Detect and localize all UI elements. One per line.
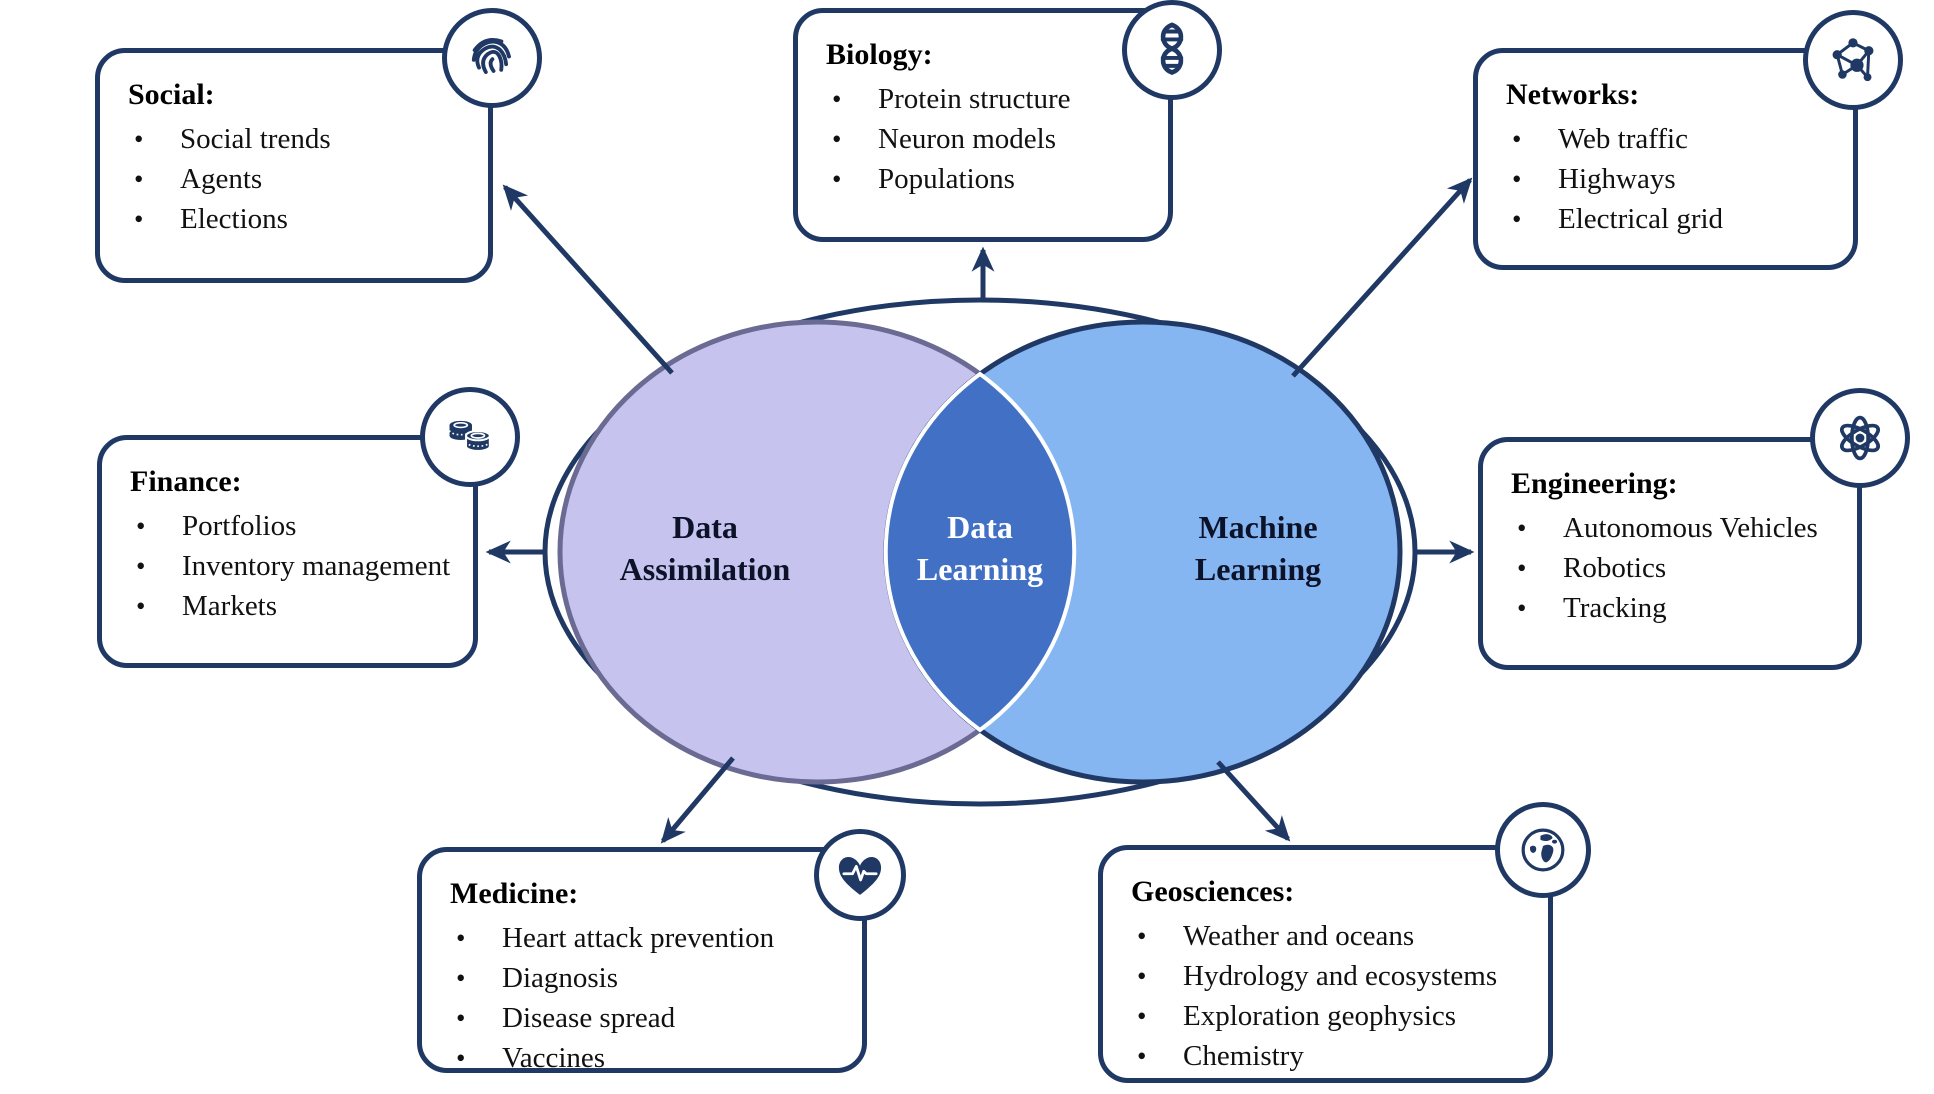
list-item: Electrical grid <box>1506 199 1835 239</box>
list-item: Markets <box>130 586 455 626</box>
bullet-list: Autonomous VehiclesRoboticsTracking <box>1511 508 1839 628</box>
list-item: Elections <box>128 199 470 239</box>
arrow-to-medicine <box>660 756 735 844</box>
list-item: Protein structure <box>826 79 1150 119</box>
coins-icon <box>420 387 520 487</box>
list-item: Chemistry <box>1131 1036 1530 1076</box>
bullet-list: Web trafficHighwaysElectrical grid <box>1506 119 1835 239</box>
networks-box: Networks: Web trafficHighwaysElectrical … <box>1473 48 1858 270</box>
networks-title: Networks: <box>1506 78 1640 111</box>
list-item: Autonomous Vehicles <box>1511 508 1839 548</box>
list-item: Portfolios <box>130 506 455 546</box>
list-item: Highways <box>1506 159 1835 199</box>
list-item: Neuron models <box>826 119 1150 159</box>
list-item: Agents <box>128 159 470 199</box>
list-item: Inventory management <box>130 546 455 586</box>
bullet-list: Protein structureNeuron modelsPopulation… <box>826 79 1150 199</box>
medicine-box: Medicine: Heart attack preventionDiagnos… <box>417 847 867 1074</box>
data-assimilation-label: Data Assimilation <box>619 509 791 587</box>
atom-icon <box>1810 388 1910 488</box>
arrow-to-social <box>502 184 674 375</box>
biology-title: Biology: <box>826 38 933 71</box>
finance-title: Finance: <box>130 465 242 498</box>
engineering-box: Engineering: Autonomous VehiclesRobotics… <box>1478 437 1862 670</box>
list-item: Robotics <box>1511 548 1839 588</box>
bullet-list: Heart attack preventionDiagnosisDisease … <box>450 918 844 1078</box>
list-item: Tracking <box>1511 588 1839 628</box>
overlap-lens <box>883 371 1077 733</box>
social-title: Social: <box>128 78 215 111</box>
list-item: Weather and oceans <box>1131 916 1530 956</box>
bullet-list: Social trendsAgentsElections <box>128 119 470 239</box>
geosciences-box: Geosciences: Weather and oceansHydrology… <box>1098 845 1553 1083</box>
list-item: Exploration geophysics <box>1131 996 1530 1036</box>
list-item: Hydrology and ecosystems <box>1131 956 1530 996</box>
engineering-title: Engineering: <box>1511 467 1678 500</box>
data-learning-label: Data Learning <box>916 509 1044 587</box>
biology-box: Biology: Protein structureNeuron modelsP… <box>793 8 1173 242</box>
bullet-list: PortfoliosInventory managementMarkets <box>130 506 455 626</box>
arrow-to-geosciences <box>1216 760 1291 842</box>
list-item: Heart attack prevention <box>450 918 844 958</box>
medicine-title: Medicine: <box>450 877 579 910</box>
list-item: Disease spread <box>450 998 844 1038</box>
globe-icon <box>1495 802 1591 898</box>
geosciences-title: Geosciences: <box>1131 875 1295 908</box>
list-item: Vaccines <box>450 1038 844 1078</box>
heart-pulse-icon <box>814 829 906 921</box>
list-item: Populations <box>826 159 1150 199</box>
list-item: Web traffic <box>1506 119 1835 159</box>
arrow-to-networks <box>1291 177 1473 378</box>
finance-box: Finance: PortfoliosInventory managementM… <box>97 435 478 668</box>
network-graph-icon <box>1803 10 1903 110</box>
dna-icon <box>1122 0 1222 100</box>
fingerprint-icon <box>442 8 542 108</box>
machine-learning-label: Machine Learning <box>1194 509 1322 587</box>
list-item: Social trends <box>128 119 470 159</box>
bullet-list: Weather and oceansHydrology and ecosyste… <box>1131 916 1530 1076</box>
list-item: Diagnosis <box>450 958 844 998</box>
social-box: Social: Social trendsAgentsElections <box>95 48 493 283</box>
